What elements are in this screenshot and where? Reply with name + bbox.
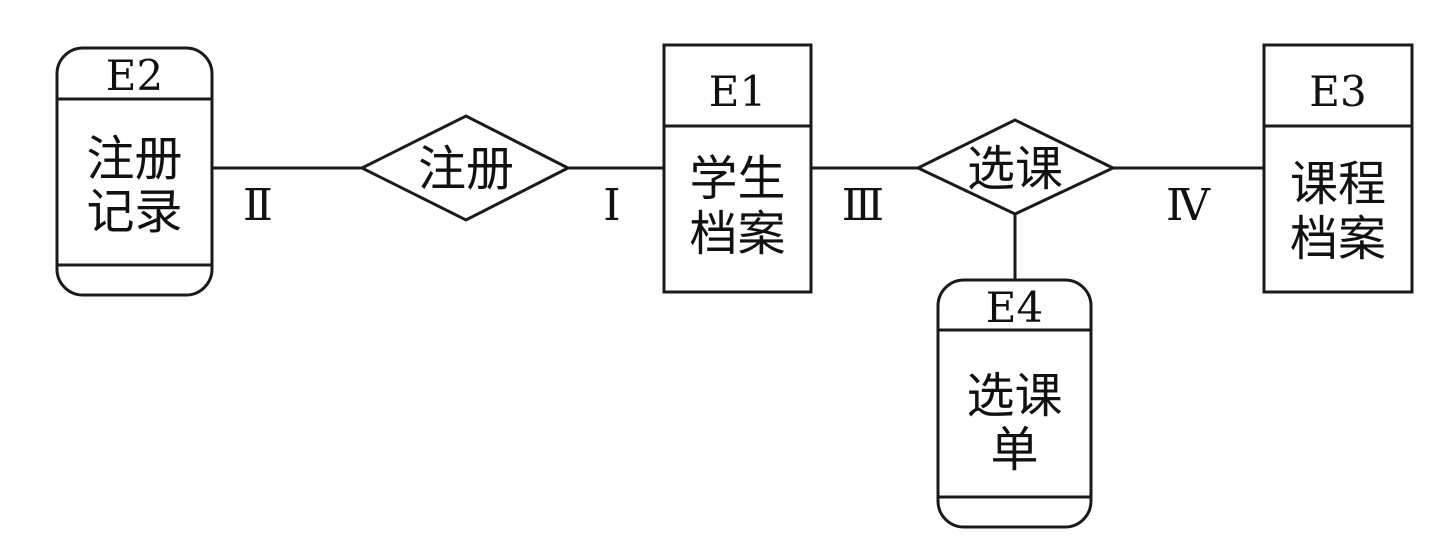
entity-e3-code: E3 <box>1309 67 1366 116</box>
cardinality-label-1: Ⅰ <box>603 181 620 230</box>
entity-e3-course-archive: E3 课程 档案 <box>1262 43 1414 294</box>
entity-e2-registration-record: E2 注册 记录 <box>55 46 214 297</box>
entity-e1-student-archive: E1 学生 档案 <box>662 43 813 294</box>
entity-e1-name-line2: 档案 <box>689 206 785 262</box>
entity-e4-name-line2: 单 <box>990 422 1038 478</box>
relationship-register: 注册 <box>358 114 572 222</box>
entity-e4-course-selection-form: E4 选课 单 <box>936 278 1093 529</box>
entity-e4-code: E4 <box>986 283 1043 332</box>
cardinality-label-2: Ⅱ <box>243 181 273 230</box>
entity-e1-name-line1: 学生 <box>689 151 785 207</box>
entity-e2-name-line2: 记录 <box>86 184 182 240</box>
entity-e2-code: E2 <box>106 51 163 100</box>
entity-e2-name-line1: 注册 <box>86 131 182 187</box>
entity-e3-name-line1: 课程 <box>1290 156 1386 212</box>
cardinality-label-3: Ⅲ <box>842 181 884 230</box>
entity-e3-name-line2: 档案 <box>1290 211 1386 267</box>
cardinality-label-4: Ⅳ <box>1166 181 1211 230</box>
relationship-select-course-label: 选课 <box>967 141 1063 197</box>
relationship-register-label: 注册 <box>418 141 514 197</box>
relationship-select-course: 选课 <box>914 118 1117 216</box>
entity-e4-name-line1: 选课 <box>966 368 1062 424</box>
entity-e1-code: E1 <box>709 67 766 116</box>
